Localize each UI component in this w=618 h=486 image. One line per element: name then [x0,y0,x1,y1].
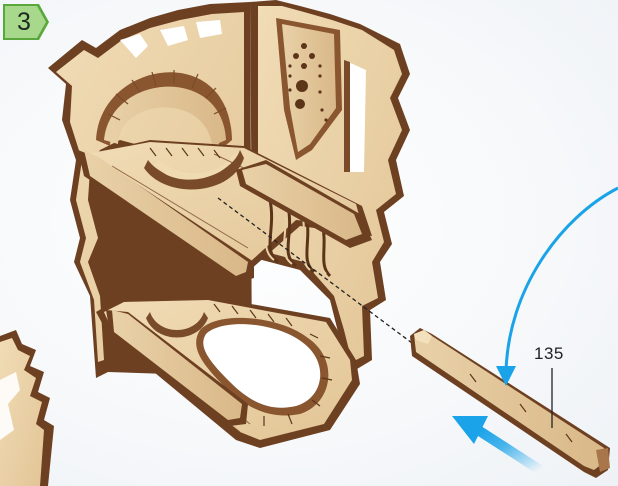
left-wall-fragment [0,330,54,486]
step-badge: 3 [3,4,49,40]
part-number-label: 135 [534,344,564,364]
step-number: 3 [11,6,37,38]
